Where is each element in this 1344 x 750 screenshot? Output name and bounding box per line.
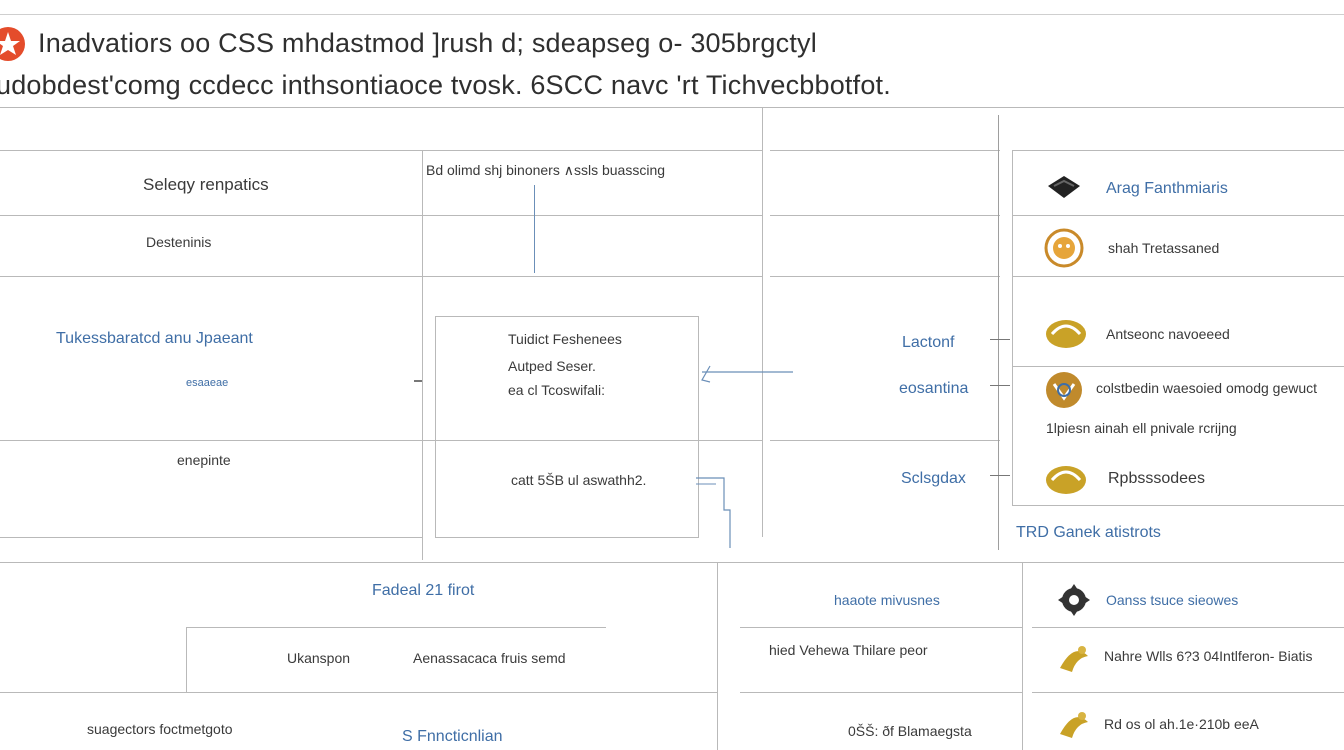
divider	[422, 276, 762, 277]
page-title-line2: udobdest'comg ccdecc inthsontiaoce tvosk…	[0, 70, 891, 100]
connector-tick	[414, 380, 422, 382]
page-title-line1: Inadvatiors oo CSS mhdastmod ]rush d; sd…	[38, 28, 817, 58]
divider	[770, 440, 1000, 441]
list-item-label: shah Tretassaned	[1108, 240, 1220, 256]
flourish-icon	[1054, 638, 1094, 678]
divider	[0, 562, 1344, 563]
divider	[0, 215, 422, 216]
table-row: Tukessbaratcd anu Jpaeant	[56, 330, 253, 347]
face-badge-icon	[1044, 228, 1084, 268]
cell-text: S Fnncticnlian	[402, 728, 503, 745]
inner-box-line: Autped Seser.	[508, 358, 596, 374]
divider	[762, 107, 763, 537]
divider	[1012, 215, 1344, 216]
section-title: Fadeal 21 firot	[372, 582, 475, 599]
list-footer: TRD Ganek atistrots	[1016, 524, 1161, 541]
list-item-label: Arag Fanthmiaris	[1106, 180, 1228, 197]
hat-icon	[1044, 166, 1084, 206]
cell-text: catt 5ŠB ul aswathh2.	[511, 472, 647, 488]
table-row: esaaeae	[186, 377, 229, 389]
divider	[770, 150, 1000, 151]
side-label: eosantina	[899, 380, 969, 397]
gold-swirl-icon	[1044, 312, 1086, 352]
emblem-icon	[1044, 370, 1084, 410]
divider	[0, 276, 422, 277]
connector-line	[534, 185, 535, 273]
divider	[0, 692, 717, 693]
table-row: Seleqy renpatics	[143, 175, 269, 194]
inner-box-line: Tuidict Feshenees	[508, 331, 622, 347]
connector-tick	[990, 385, 1010, 386]
side-label: Sclsgdax	[901, 470, 966, 487]
divider	[422, 150, 762, 151]
flourish-icon	[1054, 704, 1094, 744]
divider	[998, 115, 999, 550]
inner-box-line: ea cl Tcoswifali:	[508, 382, 606, 398]
divider	[422, 150, 423, 560]
divider	[0, 150, 422, 151]
divider	[770, 215, 1000, 216]
divider	[1012, 276, 1344, 277]
divider	[1012, 505, 1344, 506]
gold-swirl-icon	[1044, 458, 1086, 498]
table-row: enepinte	[177, 452, 231, 468]
cell-text: hied Vehewa Thilare peor	[769, 642, 928, 658]
divider	[0, 440, 422, 441]
divider	[422, 215, 762, 216]
divider	[0, 14, 1344, 15]
divider	[1012, 366, 1344, 367]
cell-text: haaote mivusnes	[834, 592, 940, 608]
middle-header: Bd olimd shj binoners ∧ssls buasscing	[426, 162, 666, 178]
bracket-connector	[694, 470, 734, 550]
list-item-label: Rpbsssodees	[1108, 470, 1205, 487]
cell-text: 0ŠŠ: ðf Blamaegsta	[848, 723, 972, 739]
table-row: Desteninis	[146, 234, 212, 250]
arrow-connector	[698, 362, 798, 392]
divider	[1032, 627, 1344, 628]
list-item-label: Oanss tsuce sieowes	[1106, 592, 1239, 608]
divider	[1032, 692, 1344, 693]
divider	[740, 692, 1022, 693]
list-item-label: colstbedin waesoied omodg gewuct	[1096, 380, 1318, 396]
divider	[186, 627, 606, 628]
divider	[0, 107, 1344, 108]
list-item-label: Antseonc navoeeed	[1106, 326, 1230, 342]
cell-text: Ukanspon	[287, 650, 351, 666]
divider	[740, 627, 1022, 628]
cell-text: suagectors foctmetgoto	[87, 721, 233, 737]
cell-text: Aenassacaca fruis semd	[413, 650, 566, 666]
header-logo-icon	[0, 26, 26, 62]
side-label: Lactonf	[902, 334, 955, 351]
divider	[770, 276, 1000, 277]
connector-tick	[990, 475, 1010, 476]
divider	[717, 562, 718, 750]
connector-tick	[990, 339, 1010, 340]
divider	[1012, 150, 1013, 506]
divider	[422, 440, 762, 441]
divider	[0, 537, 422, 538]
gear-leaf-icon	[1054, 580, 1094, 620]
inner-box	[435, 316, 699, 538]
divider	[1022, 562, 1023, 750]
list-item-label: Nahre Wlls 6?3 04Intlferon- Biatis	[1104, 648, 1313, 664]
divider	[186, 627, 187, 692]
list-item-label: Rd os ol ah.1e·210b eeA	[1104, 716, 1259, 732]
list-item-sub: 1lpiesn ainah ell pnivale rcrijng	[1046, 420, 1237, 436]
divider	[1012, 150, 1344, 151]
